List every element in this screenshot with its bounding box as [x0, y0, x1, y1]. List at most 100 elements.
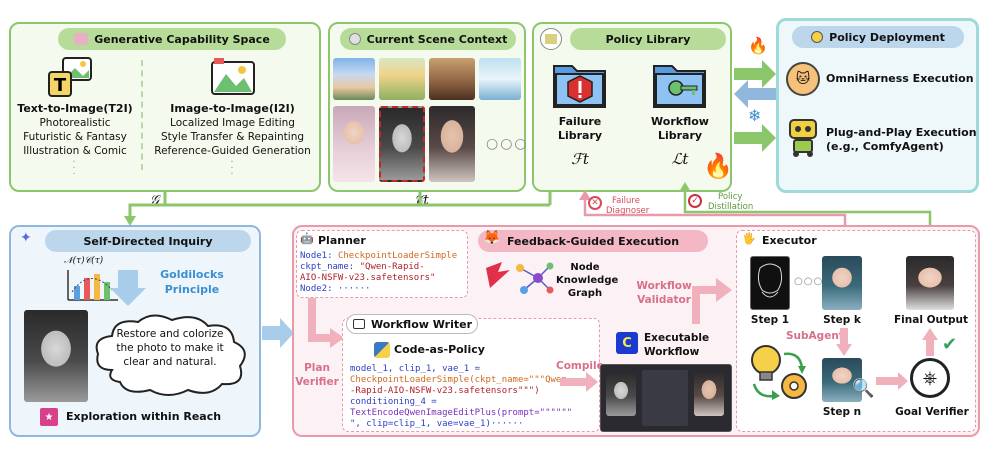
scene-image-city — [429, 58, 475, 100]
t2i-item: Futuristic & Fantasy — [23, 131, 127, 143]
goldilocks-label: Goldilocks — [160, 268, 224, 281]
check-icon: ✔ — [942, 334, 958, 355]
instruction-text: the photo to make it — [116, 342, 224, 354]
policy-distillation-label: Policy — [718, 192, 743, 202]
magnifier-icon: 🔍 — [852, 378, 875, 399]
code-line: -Rapid-AIO-NSFW-v23.safetensors""") — [350, 386, 540, 396]
snowflake-icon: ❄ — [748, 106, 762, 125]
planner-icon: 🤖 — [300, 232, 314, 245]
scene-image-bw-portrait — [379, 106, 425, 182]
more-steps-icon: ○○○ — [794, 276, 824, 287]
knowledge-graph-icon — [486, 262, 554, 294]
cat-robot-icon: 🐱 — [786, 62, 820, 96]
text-to-image-icon: T — [45, 56, 95, 100]
code-line: ", clip=clip_1, vae=vae_1)······ — [350, 419, 524, 429]
workflow-symbol: ℒt — [671, 150, 689, 168]
right-arrow — [262, 318, 294, 348]
goal-verifier-label: Goal Verifier — [895, 406, 969, 418]
fire-icon: 🔥 — [748, 36, 768, 55]
stepn-image — [822, 358, 862, 402]
scene-image-castle — [333, 58, 375, 100]
t2i-item: Illustration & Comic — [23, 145, 127, 157]
workflow-node — [642, 370, 688, 426]
i2i-title: Image-to-Image(I2I) — [170, 102, 295, 115]
feedback-execution-title: Feedback-Guided Execution — [478, 230, 708, 252]
code-line: CheckpointLoaderSimple(ckpt_name="""Qwen — [350, 375, 567, 385]
step1-image — [750, 256, 790, 310]
fox-icon: 🦊 — [483, 230, 501, 246]
final-output-label: Final Output — [893, 314, 969, 326]
code-window-icon — [353, 319, 365, 329]
goal-to-final-arrow — [922, 328, 938, 356]
i2i-item: Style Transfer & Repainting — [160, 131, 305, 143]
workflow-node-image — [606, 372, 636, 416]
subagent-label: SubAgent — [786, 330, 844, 342]
final-output-image — [906, 256, 954, 310]
executable-workflow-label: Workflow — [644, 346, 700, 358]
policy-distillation-icon: ✓ — [688, 194, 702, 208]
deployment-arrows — [734, 60, 776, 152]
generative-capability-panel — [9, 22, 321, 192]
i2i-item: Reference-Guided Generation — [154, 145, 311, 157]
planner-box — [296, 230, 468, 298]
lightbulb-icon — [811, 31, 824, 43]
failure-symbol: ℱt — [571, 150, 589, 168]
idea-gear-icon — [744, 340, 814, 404]
python-icon — [374, 342, 390, 358]
workflow-validator-label: Workflow — [636, 280, 692, 292]
i2i-item: Localized Image Editing — [170, 117, 295, 129]
plan-verifier-arrow — [308, 298, 344, 348]
planner-line: Node2: ······ — [300, 284, 371, 294]
workflow-validator-label: Validator — [637, 294, 691, 306]
stepn-to-goal-arrow — [876, 372, 908, 390]
planner-title: Planner — [318, 234, 366, 247]
failure-folder-icon — [550, 56, 610, 112]
code-line: model_1, clip_1, vae_1 = — [350, 364, 481, 374]
omniharness-execution-label: OmniHarness Execution — [826, 72, 974, 85]
bar-chart-icon — [67, 270, 118, 301]
ellipsis-vertical: ··· — [72, 157, 76, 180]
stepk-label: Step k — [823, 314, 861, 326]
plan-verifier-label: Plan — [304, 362, 330, 374]
planner-line: Node1: CheckpointLoaderSimple — [300, 251, 458, 261]
instruction-text: Restore and colorize — [116, 328, 224, 340]
robot-icon — [784, 114, 822, 158]
ellipsis-vertical: ··· — [230, 157, 234, 180]
workflow-node-image — [694, 372, 724, 416]
step1-sketch — [757, 263, 783, 298]
stepk-image — [822, 256, 862, 310]
scene-image-portrait — [429, 106, 475, 182]
nkg-label: Graph — [567, 288, 603, 299]
planner-line: ckpt_name: "Qwen-Rapid- — [300, 262, 425, 272]
workflow-library-label: Library — [657, 129, 703, 142]
t2i-item: Photorealistic — [39, 117, 111, 129]
fire-icon: 🔥 — [703, 152, 733, 180]
compile-arrow — [560, 372, 598, 392]
plug-and-play-example: (e.g., ComfyAgent) — [826, 140, 944, 153]
input-bw-photo — [24, 310, 88, 402]
sparkle-icon: ✦ — [20, 230, 32, 246]
t2i-title: Text-to-Image(T2I) — [17, 102, 133, 115]
scene-image-ice — [479, 58, 521, 100]
validator-arrow — [692, 278, 732, 324]
executor-icon: 🖐 — [742, 232, 756, 245]
book-icon: ★ — [40, 408, 58, 426]
inquiry-formula: 𝒩(τ)𝒞(τ) — [64, 256, 104, 266]
svg-text:T: T — [54, 75, 67, 96]
policy-distillation-label: Distillation — [708, 202, 754, 212]
planner-line: AIO-NSFW-v23.safetensors" — [300, 273, 436, 283]
subagent-arrow — [836, 328, 852, 356]
scene-icon — [348, 33, 361, 45]
step1-label: Step 1 — [750, 314, 790, 326]
comfy-logo-icon: C — [616, 332, 638, 354]
workflow-folder-icon — [650, 56, 710, 112]
openai-logo-icon: ⎈ — [910, 358, 950, 398]
executable-workflow-label: Executable — [644, 332, 710, 344]
g-symbol: 𝒢 — [150, 193, 160, 208]
code-as-policy-label: Code-as-Policy — [394, 343, 485, 356]
executor-title: Executor — [762, 234, 817, 247]
code-line: conditioning_4 = — [350, 397, 437, 407]
failure-library-label: Failure — [558, 115, 602, 128]
more-images-icon: ○○○ — [486, 136, 529, 152]
failure-diagnoser-icon: ✕ — [588, 196, 602, 210]
